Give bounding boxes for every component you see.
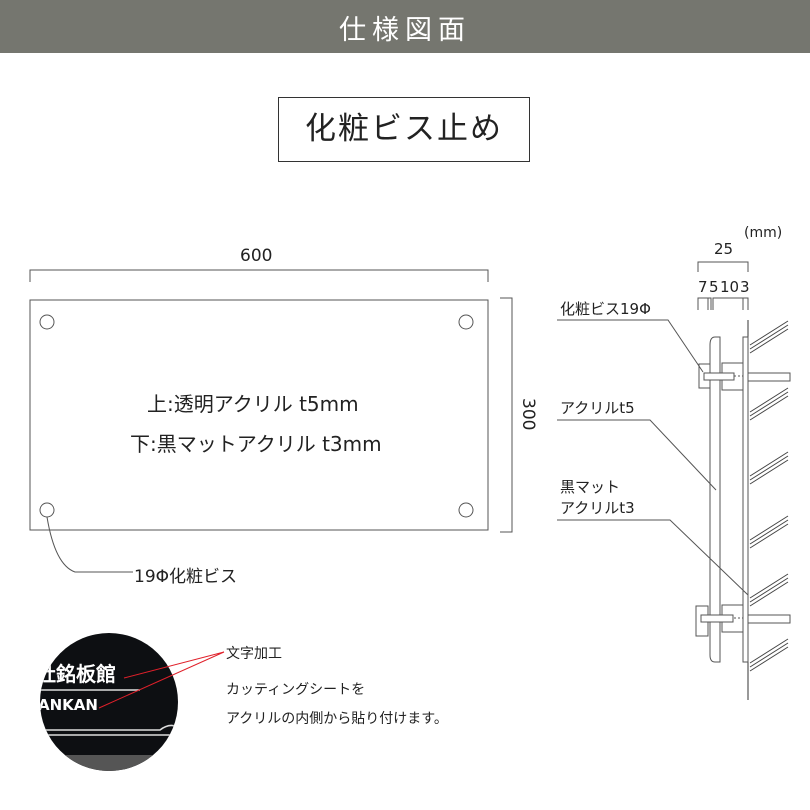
black-acrylic-t3 xyxy=(742,336,749,663)
screw-hole-tl xyxy=(39,314,55,330)
height-label: 300 xyxy=(518,398,538,431)
screw-hole-br xyxy=(458,502,474,518)
bolt-top xyxy=(703,372,735,381)
total-dimension xyxy=(697,261,749,272)
side-acrylic-label: アクリルt5 xyxy=(560,399,635,417)
header-title: 仕様図面 xyxy=(339,15,471,46)
side-black-label-2: アクリルt3 xyxy=(560,499,635,517)
width-dimension xyxy=(29,269,489,282)
black-acrylic-leader xyxy=(557,519,749,596)
side-screw-label: 化粧ビス19Φ xyxy=(560,300,651,318)
screw-hole-tr xyxy=(458,314,474,330)
acrylic-t5 xyxy=(709,336,721,663)
photo-text-1: 社銘板館 xyxy=(35,662,116,686)
material-bottom: 下:黒マットアクリル t3mm xyxy=(130,432,382,456)
side-black-label-1: 黒マット xyxy=(560,478,621,496)
segment-dimension xyxy=(697,297,749,310)
header-bar xyxy=(0,0,810,53)
acrylic-leader xyxy=(557,419,717,491)
detail-photo: 社銘板館 ANKAN xyxy=(35,633,178,771)
width-label: 600 xyxy=(240,246,273,266)
callout-lines xyxy=(98,651,225,709)
bolt-bottom xyxy=(700,614,734,623)
height-dimension xyxy=(500,297,513,533)
mount-type-title: 化粧ビス止め xyxy=(278,97,530,162)
screw-hole-bl xyxy=(39,502,55,518)
screw-label: 19Φ化粧ビス xyxy=(134,567,238,587)
callout-label: 文字加工 xyxy=(226,646,282,662)
segment-7: 7 xyxy=(698,278,708,296)
total-label: 25 xyxy=(714,240,734,258)
wall-anchors xyxy=(748,372,791,624)
wall-hatching xyxy=(749,320,789,672)
segment-5: 5 xyxy=(709,278,719,296)
unit-label: (mm) xyxy=(744,225,783,241)
material-top: 上:透明アクリル t5mm xyxy=(147,392,359,416)
segment-10: 10 xyxy=(720,278,740,296)
screw-leader xyxy=(46,516,133,573)
description-line-1: カッティングシートを xyxy=(226,682,366,698)
description-line-2: アクリルの内側から貼り付けます。 xyxy=(226,711,448,727)
photo-text-2: ANKAN xyxy=(38,696,98,714)
segment-3: 3 xyxy=(740,278,750,296)
front-plate xyxy=(29,299,489,531)
screw-side-leader xyxy=(557,319,704,373)
